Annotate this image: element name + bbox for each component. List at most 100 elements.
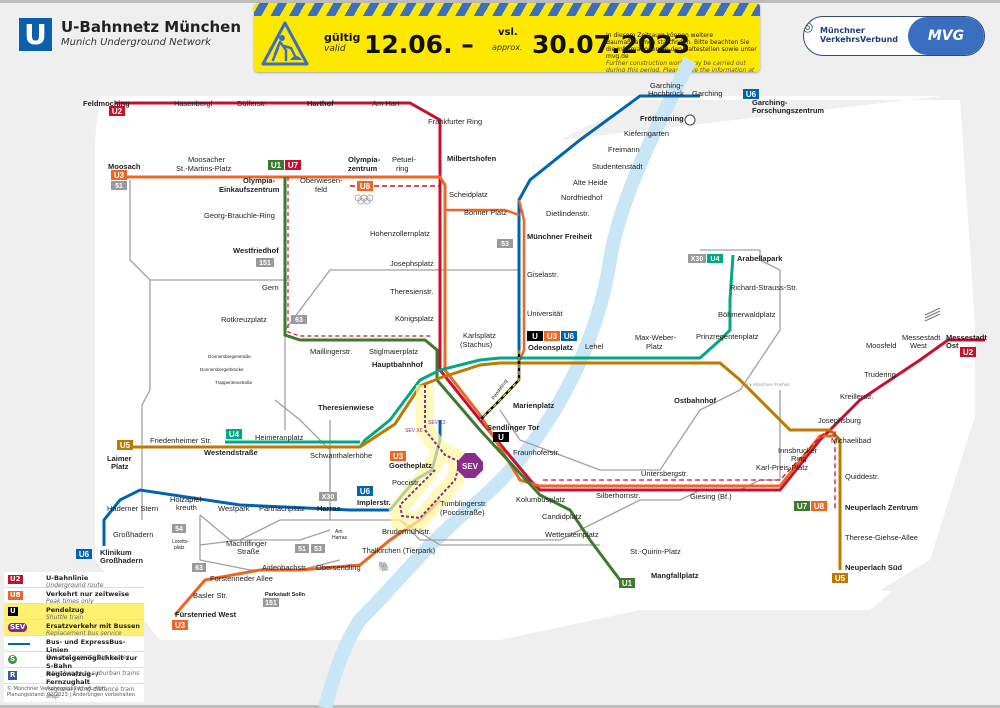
station-garching-hochbrueck-2: Hochbrück (648, 89, 684, 98)
station-prinzregentenplatz: Prinzregentenplatz (696, 332, 759, 341)
line-u4 (358, 254, 735, 448)
station-froettmaning: Fröttmaning (640, 114, 684, 123)
mvv-line1: Münchner (820, 26, 865, 35)
station-moosach: Moosach (108, 162, 141, 171)
station-gern: Gern (262, 283, 279, 292)
station-forstenrieder: Forstenrieder Allee (210, 574, 273, 583)
station-theresienstr: Theresienstr. (390, 287, 433, 296)
station-am-hart: Am Hart (372, 99, 400, 108)
station-holzapfelkreuth-1: Holzapfel- (170, 495, 204, 504)
station-friedenheimer: Friedenheimer Str. (150, 436, 212, 445)
station-basler: Basler Str. (193, 591, 228, 600)
station-karlsplatz-1: Karlsplatz (463, 331, 496, 340)
page-title: U-Bahnnetz München (61, 18, 241, 36)
station-westpark: Westpark (218, 504, 250, 513)
station-donnersbergerbruecke: Donnersbergerbrücke (200, 367, 244, 372)
station-moosacher-2: St.-Martins-Platz (176, 164, 232, 173)
station-moosfeld: Moosfeld (866, 341, 896, 350)
legend-footer: © Münchner Verkehrsgesellschaft mbH Plan… (7, 686, 136, 698)
station-westfriedhof: Westfriedhof (233, 246, 279, 255)
station-garching-fz-2: Forschungszentrum (752, 106, 824, 115)
sev-badge (457, 453, 483, 478)
svg-text:U3: U3 (393, 452, 404, 461)
legend-item-peak: U8 Verkehrt nur zeitweise Peak times onl… (4, 588, 144, 605)
svg-text:U: U (498, 433, 504, 442)
line-u7 (287, 177, 430, 337)
station-quiddestr: Quiddestr. (845, 472, 879, 481)
station-neuperlach-zentrum: Neuperlach Zentrum (845, 503, 918, 512)
svg-text:U1: U1 (271, 161, 282, 170)
station-giselastr: Giselastr. (527, 270, 558, 279)
svg-text:54: 54 (175, 526, 183, 533)
station-trudering: Trudering (864, 370, 896, 379)
station-neuperlach-sued: Neuperlach Süd (845, 563, 903, 572)
brand-logo[interactable]: ◎ Münchner VerkehrsVerbund MVG (803, 16, 985, 56)
station-holzapfelkreuth-2: kreuth (176, 503, 197, 512)
city-area (95, 96, 975, 640)
station-kieferngarten: Kieferngarten (624, 129, 669, 138)
legend-item-regional: R Regionalzug- / Fernzughalt Regional / … (4, 668, 144, 700)
station-labels[interactable]: Feldmoching Hasenbergl Dülferstr. Hartho… (83, 81, 987, 619)
bus-line-icon (8, 639, 42, 649)
station-harras: Harras (317, 504, 341, 513)
messe-icon (924, 307, 941, 322)
svg-text:U4: U4 (229, 430, 240, 439)
station-nordfriedhof: Nordfriedhof (561, 193, 603, 202)
sev-x3-label: SEV X3 (428, 420, 446, 426)
line-u5 (130, 361, 842, 570)
station-duelferstr: Dülferstr. (237, 99, 267, 108)
u-bahn-logo: U (19, 18, 52, 51)
olympic-rings-icon (354, 194, 374, 205)
svg-text:63: 63 (195, 565, 203, 572)
line-badges: U2 U3 51 U1 U7 U8 U6 X30 U4 U2 U U3 U6 U… (76, 89, 976, 630)
station-lehel: Lehel (585, 342, 604, 351)
station-richard-strauss: Richard-Strauss-Str. (730, 283, 798, 292)
station-kolumbusplatz: Kolumbusplatz (516, 495, 565, 504)
svg-text:X30: X30 (691, 256, 704, 263)
station-tumblinger-1: Tumblingerstr. (440, 499, 487, 508)
station-georg-brauchle: Georg-Brauchle-Ring (204, 211, 275, 220)
sev-route (398, 385, 462, 520)
station-garching-hochbrueck-1: Garching- (650, 81, 683, 90)
svg-text:U3: U3 (114, 171, 125, 180)
station-obersendling: Obersendling (316, 563, 361, 572)
station-oberwiesenfeld-1: Oberwiesen- (300, 176, 343, 185)
station-karlsplatz-2: (Stachus) (460, 340, 493, 349)
svg-text:U7: U7 (288, 161, 299, 170)
station-muenchner-freiheit: Münchner Freiheit (527, 232, 593, 241)
station-universitaet: Universität (527, 309, 563, 318)
station-hauptbahnhof: Hauptbahnhof (372, 360, 423, 369)
station-westendstr: Westendstraße (204, 448, 258, 457)
outer-area (560, 90, 995, 600)
svg-text:U3: U3 (547, 332, 558, 341)
station-scheidplatz: Scheidplatz (449, 190, 488, 199)
station-oberwiesenfeld-2: feld (315, 185, 327, 194)
station-thalkirchen: Thalkirchen (Tierpark) (362, 546, 436, 555)
station-klinikum-2: Großhadern (100, 556, 143, 565)
svg-text:U5: U5 (835, 574, 846, 583)
line-u6-north (517, 94, 700, 350)
station-alte-heide: Alte Heide (573, 178, 608, 187)
svg-text:U6: U6 (746, 90, 757, 99)
svg-text:U2: U2 (112, 107, 123, 116)
stadium-icon (684, 114, 696, 126)
legend-item-sev: SEV Ersatzverkehr mit Bussen Replacement… (4, 620, 144, 637)
svg-text:53: 53 (501, 241, 509, 248)
station-implerstr: Implerstr. (357, 498, 391, 507)
station-untersbergstr: Untersbergstr. (641, 469, 688, 478)
station-trappentreustr: Trappentreustraße (215, 380, 253, 385)
station-machtlfinger-2: Straße (237, 547, 260, 556)
station-feldmoching: Feldmoching (83, 99, 130, 108)
station-parkstadt: Parkstadt Solln (265, 592, 306, 598)
construction-banner: gültig valid 12.06. – vsl. approx. 30.07… (254, 3, 760, 72)
sev-badge-label: SEV (462, 462, 479, 471)
station-sendlinger-tor: Sendlinger Tor (487, 423, 539, 432)
station-olympiazentrum-1: Olympia- (348, 155, 381, 164)
sev-x6-label: SEV X6 (405, 428, 423, 434)
date-from: 12.06. – (364, 30, 474, 59)
legend: U2 U-Bahnlinie Underground route U8 Verk… (4, 572, 144, 702)
station-milbertshofen: Milbertshofen (447, 154, 497, 163)
station-max-weber-2: Platz (646, 342, 663, 351)
peak-line-icon: U8 (8, 591, 23, 600)
